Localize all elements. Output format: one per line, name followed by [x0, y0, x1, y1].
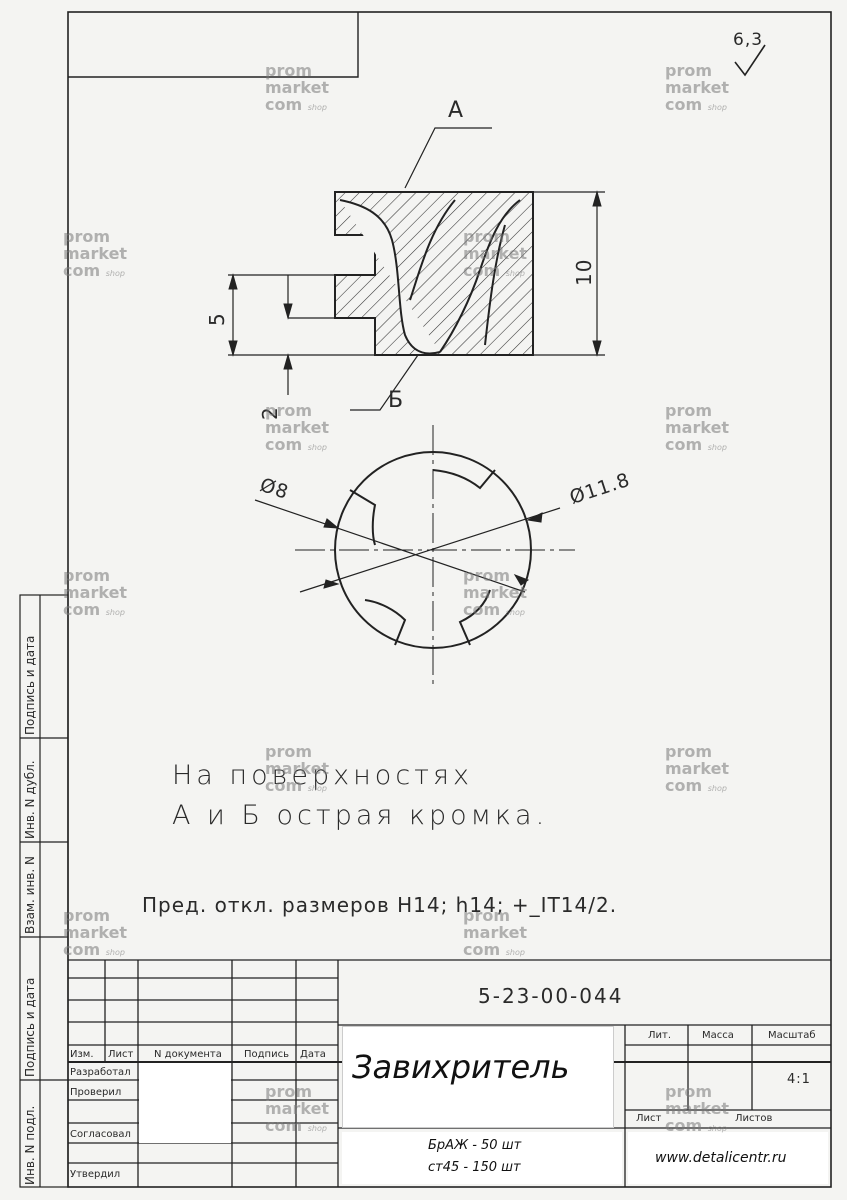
front-view: [254, 425, 575, 685]
side-inv-dubl: Инв. N дубл.: [23, 760, 37, 839]
note-line-1: На поверхностях: [172, 760, 473, 791]
dim-2: 2: [258, 406, 282, 420]
row-razrab: Разработал: [70, 1067, 131, 1078]
material-line-1: БрАЖ - 50 шт: [428, 1138, 522, 1153]
note-line-2: А и Б острая кромка.: [172, 800, 549, 831]
tolerance-note: Пред. откл. размеров H14; h14; +_IT14/2.: [142, 893, 618, 917]
frame-border: [67, 11, 832, 1188]
hdr-listov: Листов: [735, 1113, 773, 1124]
website-text: www.detalicentr.ru: [655, 1150, 787, 1166]
side-podpis-data-2: Подпись и дата: [23, 635, 37, 735]
scale-value: 4:1: [787, 1072, 811, 1087]
hdr-lit: Лит.: [648, 1030, 672, 1041]
hdr-massa: Масса: [702, 1030, 734, 1041]
col-list: Лист: [108, 1049, 134, 1060]
blank-signatures: [139, 1063, 231, 1143]
material-line-2: ст45 - 150 шт: [428, 1160, 521, 1175]
hdr-masshtab: Масштаб: [768, 1030, 816, 1041]
surface-a-label: А: [448, 98, 465, 123]
side-stamp-column: [19, 594, 69, 1188]
row-proveril: Проверил: [70, 1087, 122, 1098]
roughness-symbol: [734, 44, 766, 77]
document-number: 5-23-00-044: [478, 984, 624, 1008]
row-utverdil: Утвердил: [70, 1169, 121, 1180]
side-inv-podl: Инв. N подл.: [23, 1105, 37, 1185]
part-name: Завихритель: [352, 1048, 570, 1086]
col-izm: Изм.: [70, 1049, 94, 1060]
hdr-list: Лист: [636, 1113, 662, 1124]
section-view: [228, 127, 605, 411]
surface-b-label: Б: [388, 388, 405, 413]
side-vzam-inv: Взам. инв. N: [23, 856, 37, 934]
col-podpis: Подпись: [244, 1049, 289, 1060]
title-name-box: [342, 1026, 614, 1128]
top-stamp-box: [68, 12, 359, 78]
side-podpis-data-1: Подпись и дата: [23, 977, 37, 1077]
roughness-value: 6,3: [733, 30, 764, 50]
dim-10: 10: [572, 258, 596, 286]
dim-5: 5: [205, 312, 229, 326]
col-data: Дата: [300, 1049, 326, 1060]
material-box: [342, 1132, 622, 1184]
website-box: [628, 1132, 828, 1184]
row-soglasoval: Согласовал: [70, 1129, 131, 1140]
col-ndoc: N документа: [154, 1049, 222, 1060]
